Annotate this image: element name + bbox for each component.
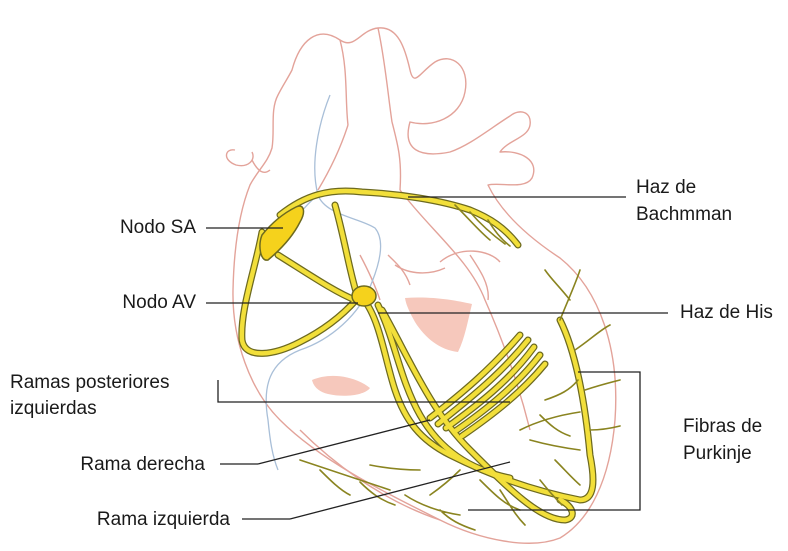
label-nodo-sa: Nodo SA (96, 215, 196, 240)
label-nodo-av: Nodo AV (96, 290, 196, 315)
label-ramas-posteriores-line2: izquierdas (10, 396, 97, 421)
conduction-system (242, 191, 620, 530)
label-purkinje-line1: Fibras de (683, 414, 762, 439)
label-rama-derecha: Rama derecha (40, 452, 205, 477)
label-haz-bachmman-line1: Haz de (636, 175, 696, 200)
label-ramas-posteriores-line1: Ramas posteriores (10, 370, 169, 395)
leader-rama-derecha-diag (258, 420, 430, 464)
label-rama-izquierda: Rama izquierda (60, 507, 230, 532)
label-haz-bachmman-line2: Bachmman (636, 202, 732, 227)
label-haz-his: Haz de His (680, 300, 773, 325)
label-purkinje-line2: Purkinje (683, 441, 752, 466)
